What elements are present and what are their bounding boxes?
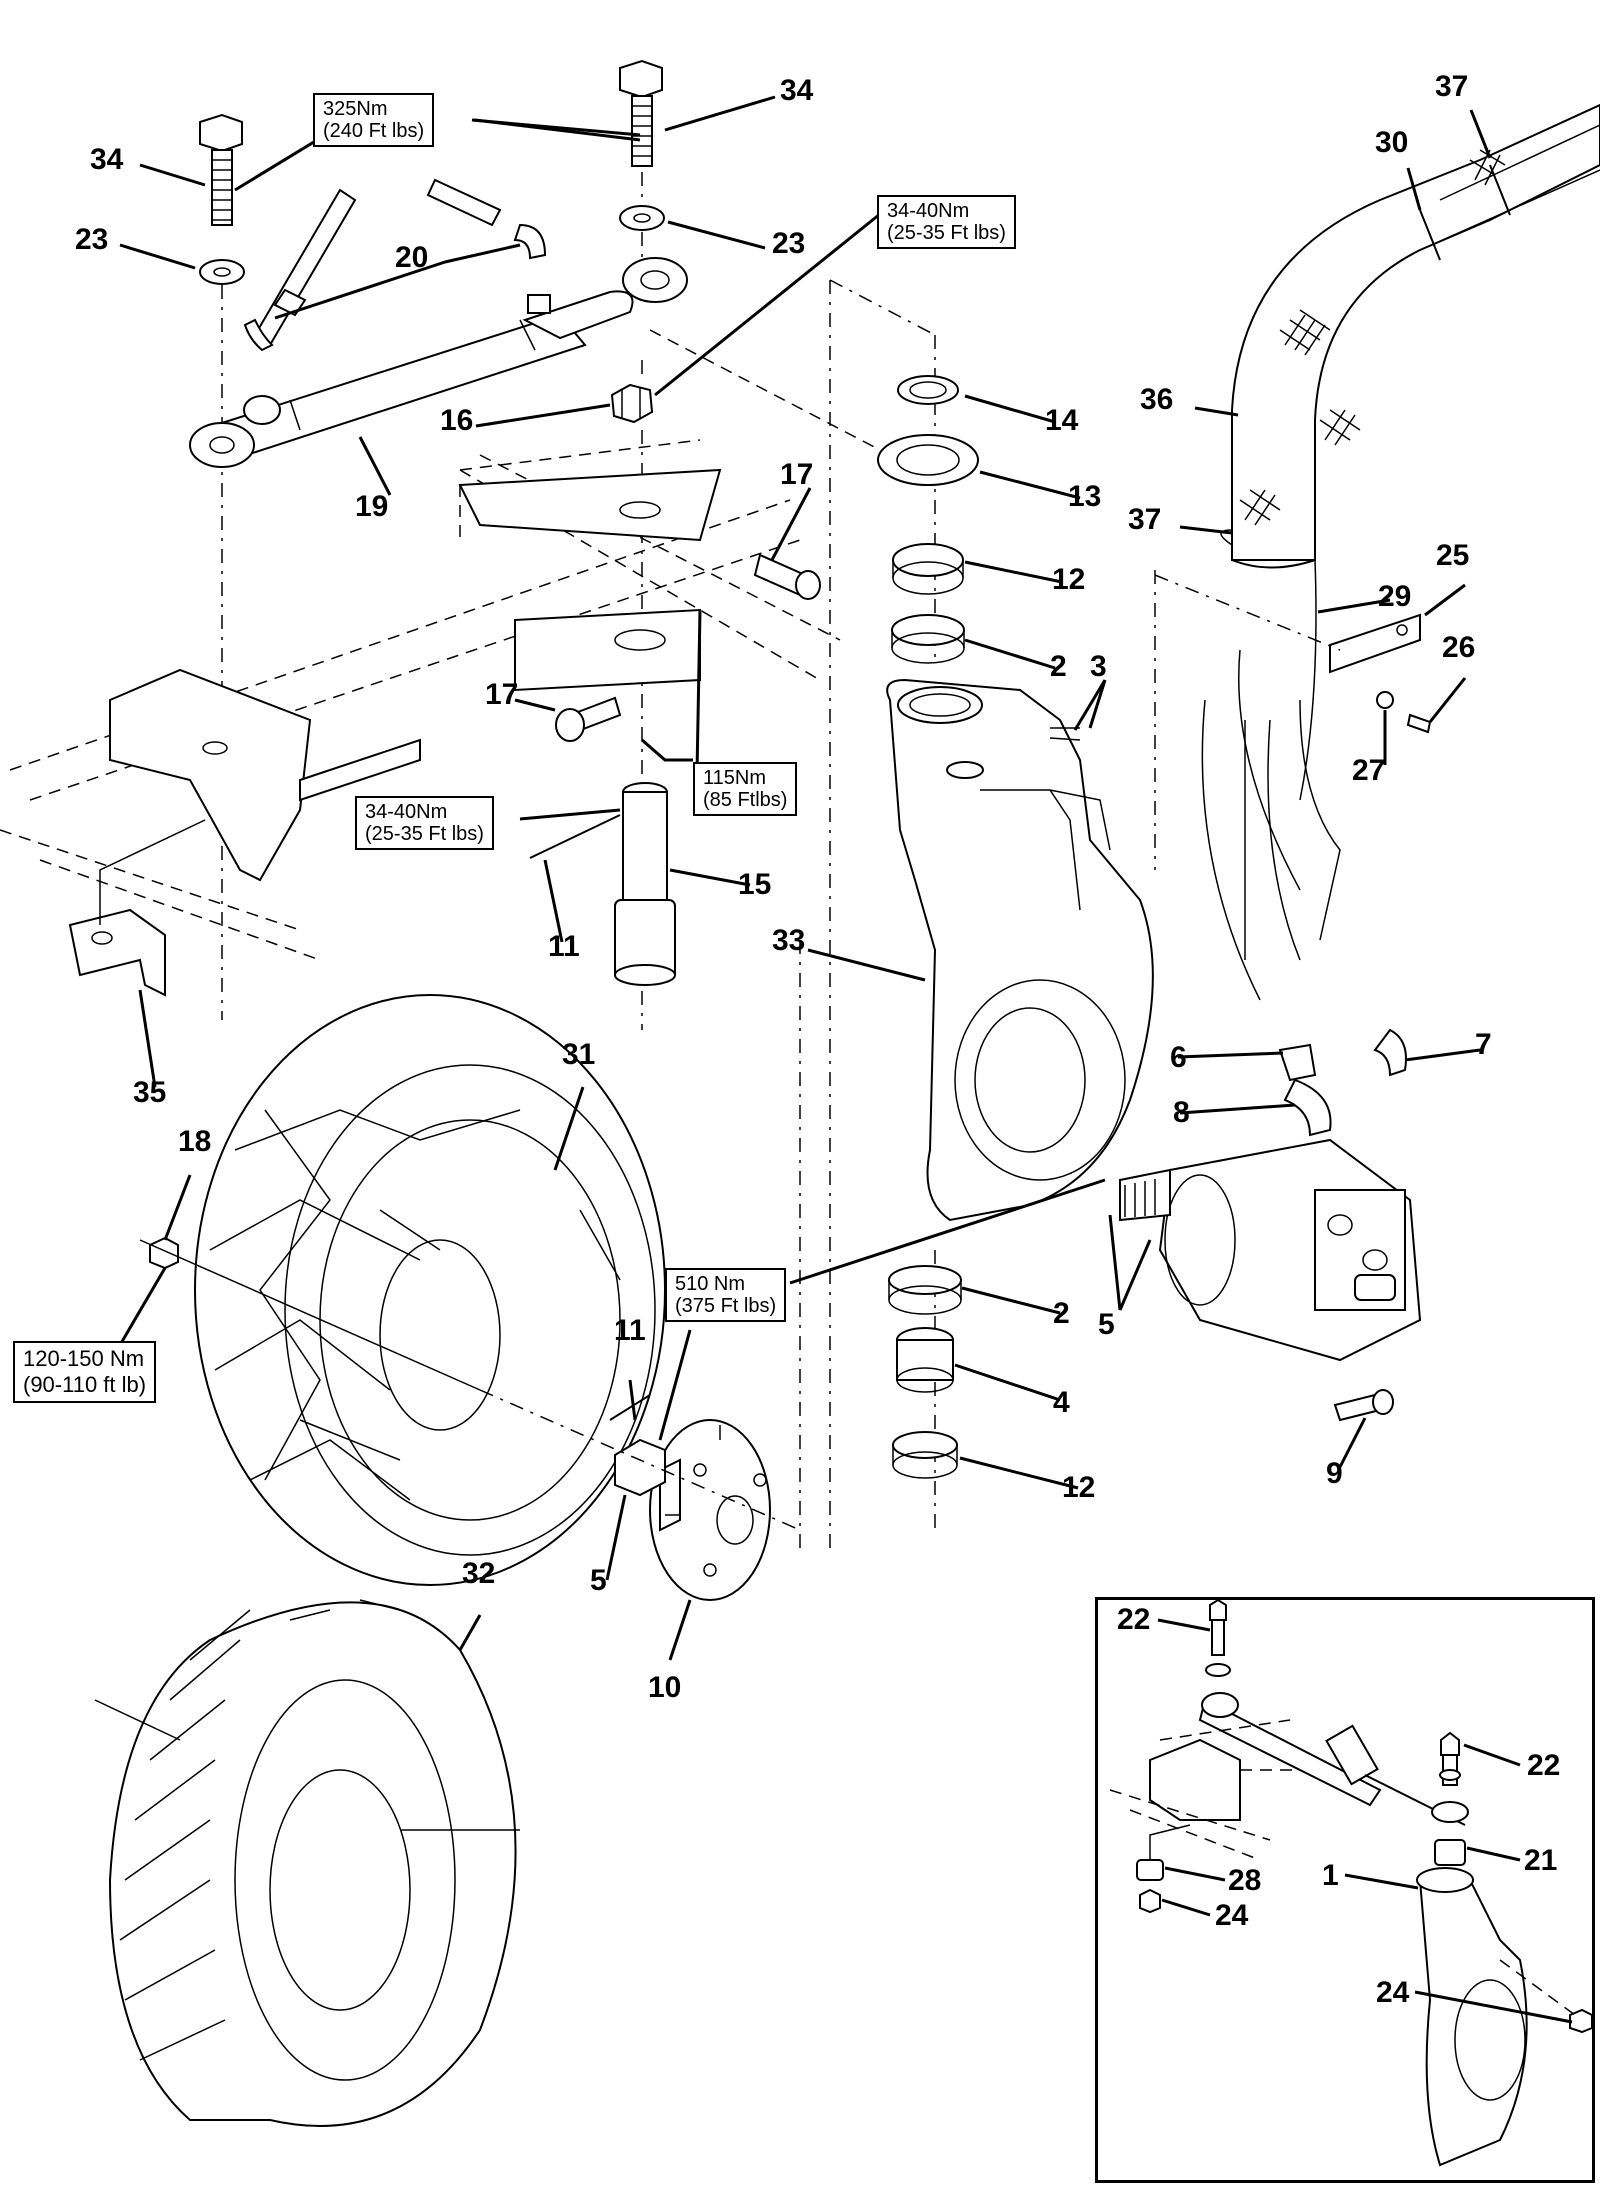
torque-metric: 325Nm (323, 98, 388, 120)
callout-14: 14 (1045, 404, 1079, 437)
torque-spec-box: 120-150 Nm (90-110 ft lb) (13, 1341, 157, 1403)
torque-metric: 34-40Nm (365, 801, 448, 823)
callout-12: 12 (1062, 1471, 1096, 1504)
torque-imperial: (90-110 ft lb) (23, 1372, 147, 1397)
torque-metric: 510 Nm (675, 1273, 746, 1295)
torque-imperial: (240 Ft lbs) (323, 120, 425, 142)
inset-callout-24: 24 (1215, 1899, 1249, 1932)
callout-5: 5 (590, 1564, 607, 1597)
fitting-20 (243, 178, 547, 352)
callout-35: 35 (133, 1076, 167, 1109)
lug-nut-18 (149, 1236, 179, 1270)
hose-bundle-36 (1201, 103, 1600, 1001)
king-pin-15 (614, 782, 676, 986)
castle-nut-16 (610, 383, 654, 424)
callout-34: 34 (90, 143, 124, 176)
steering-spindle-33 (886, 678, 1154, 1222)
washer-23-left (199, 259, 245, 285)
callout-29: 29 (1378, 580, 1412, 613)
inset-callout-28: 28 (1228, 1864, 1262, 1897)
wheel-motor (1119, 1028, 1422, 1422)
torque-metric: 120-150 Nm (23, 1346, 145, 1371)
inset-callout-21: 21 (1524, 1844, 1558, 1877)
wheel-tire-31 (194, 994, 666, 1586)
callout-2: 2 (1053, 1297, 1070, 1330)
bolt-34-left (199, 113, 243, 226)
torque-spec-box: 34-40Nm (25-35 Ft lbs) (877, 195, 1016, 249)
callout-26: 26 (1442, 631, 1476, 664)
torque-imperial: (375 Ft lbs) (675, 1295, 777, 1317)
torque-imperial: (25-35 Ft lbs) (365, 823, 484, 845)
callout-30: 30 (1375, 126, 1409, 159)
callout-32: 32 (462, 1557, 496, 1590)
callout-7: 7 (1475, 1028, 1492, 1061)
torque-spec-box: 325Nm (240 Ft lbs) (313, 93, 435, 147)
callout-6: 6 (1170, 1041, 1187, 1074)
cotter-pin-11-lower (609, 1394, 651, 1421)
callout-20: 20 (395, 241, 429, 274)
inset-callout-24: 24 (1376, 1976, 1410, 2009)
callout-19: 19 (355, 490, 389, 523)
inset-callout-22: 22 (1527, 1749, 1561, 1782)
callout-33: 33 (772, 924, 806, 957)
torque-leaders (118, 118, 1106, 1441)
torque-metric: 115Nm (703, 767, 766, 789)
callout-5: 5 (1098, 1308, 1115, 1341)
callout-12: 12 (1052, 563, 1086, 596)
callout-18: 18 (178, 1125, 212, 1158)
wheel-tire-32 (94, 1599, 520, 2127)
callout-16: 16 (440, 404, 474, 437)
bolt-34-right (619, 59, 663, 167)
cotter-pin-11 (529, 814, 621, 859)
callout-9: 9 (1326, 1457, 1343, 1490)
callout-3: 3 (1090, 650, 1107, 683)
callout-34: 34 (780, 74, 814, 107)
bearing-stack (877, 375, 979, 1479)
inset-drawing (1109, 1598, 1593, 2167)
leader-lines (119, 95, 1492, 1661)
inset-leaders (1157, 1618, 1573, 2024)
castle-nut-5 (614, 1438, 666, 1497)
callout-15: 15 (738, 868, 772, 901)
callout-2: 2 (1050, 650, 1067, 683)
callout-37: 37 (1435, 70, 1469, 103)
callout-23: 23 (772, 227, 806, 260)
callout-37: 37 (1128, 503, 1162, 536)
callout-17: 17 (780, 458, 814, 491)
callout-31: 31 (562, 1038, 596, 1071)
clamp-bracket-25 (1329, 613, 1432, 734)
callout-4: 4 (1053, 1386, 1070, 1419)
torque-metric: 34-40Nm (887, 200, 970, 222)
capscrew-17 (555, 553, 821, 742)
callout-25: 25 (1436, 539, 1470, 572)
callout-11: 11 (548, 930, 580, 963)
callout-27: 27 (1352, 754, 1386, 787)
axle-frame (0, 439, 841, 961)
callout-13: 13 (1068, 480, 1102, 513)
washer-23-right (619, 205, 665, 231)
inset-detail-box (1095, 1597, 1595, 2183)
callout-8: 8 (1173, 1096, 1190, 1129)
torque-imperial: (25-35 Ft lbs) (887, 222, 1006, 244)
torque-spec-box: 510 Nm (375 Ft lbs) (665, 1268, 787, 1322)
inset-callout-1: 1 (1322, 1859, 1339, 1892)
callout-11: 11 (614, 1314, 646, 1347)
torque-spec-box: 34-40Nm (25-35 Ft lbs) (355, 796, 494, 850)
torque-spec-box: 115Nm (85 Ftlbs) (693, 762, 798, 816)
torque-imperial: (85 Ftlbs) (703, 789, 788, 811)
callout-23: 23 (75, 223, 109, 256)
callout-10: 10 (648, 1671, 682, 1704)
hub-10 (649, 1419, 771, 1601)
callout-17: 17 (485, 678, 519, 711)
bracket-35 (68, 819, 206, 997)
inset-callout-22: 22 (1117, 1603, 1151, 1636)
hydraulic-cylinder-19 (189, 257, 688, 468)
callout-36: 36 (1140, 383, 1174, 416)
